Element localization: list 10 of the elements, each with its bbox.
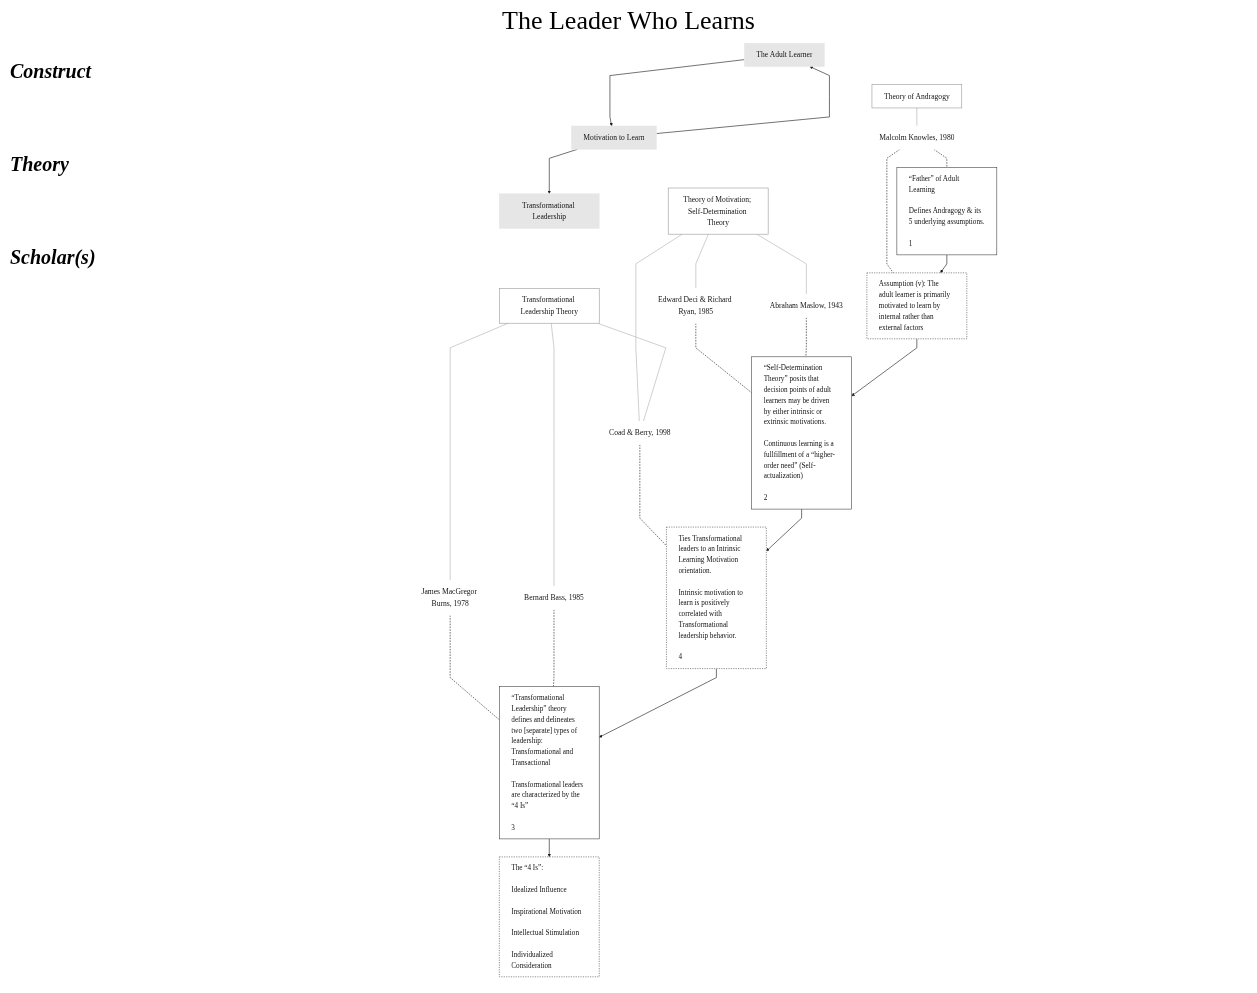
row-label: Scholar(s) [10, 246, 97, 269]
row-label: Construct [10, 60, 93, 83]
diagram-title: The Leader Who Learns [502, 6, 755, 36]
connector [695, 233, 709, 289]
connector [550, 322, 555, 587]
connector [916, 107, 918, 127]
connector [597, 322, 667, 422]
connector [756, 233, 807, 295]
row-label: Theory [10, 153, 70, 176]
connector [635, 233, 683, 422]
